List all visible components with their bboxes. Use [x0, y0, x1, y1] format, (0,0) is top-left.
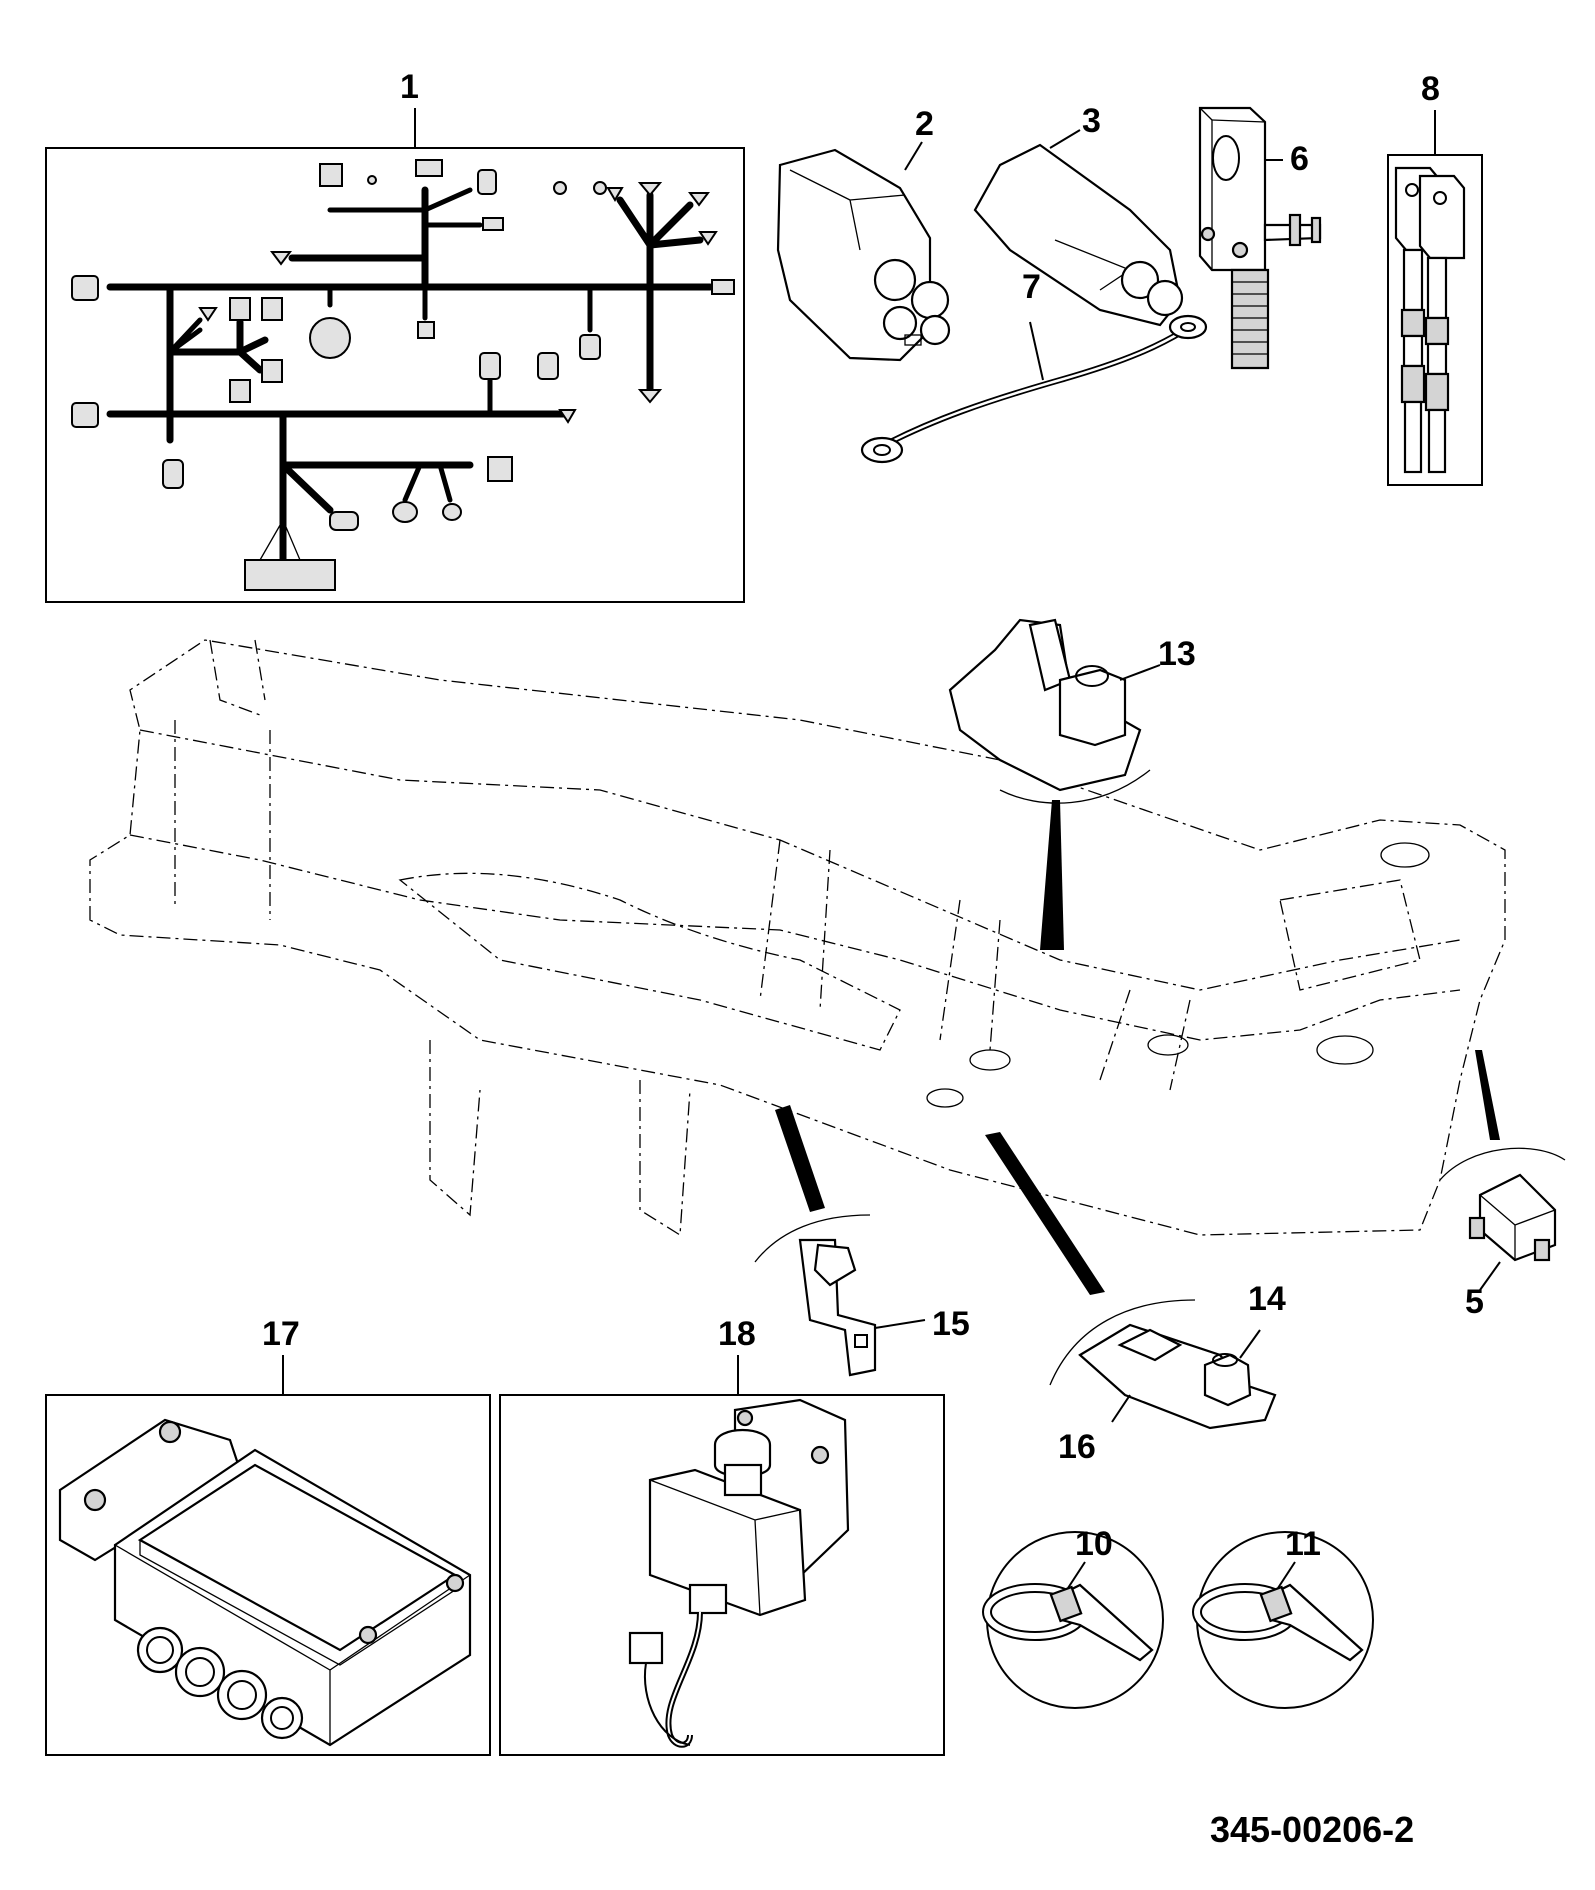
- wiring-harness-panel: [45, 108, 745, 603]
- emergency-stop-panel-part-18: [499, 1355, 945, 1756]
- cable-tie-part-10: [982, 1531, 1164, 1709]
- drawing-reference: 345-00206-2: [1210, 1809, 1414, 1850]
- plug-cap-part-13: [948, 618, 1161, 950]
- callout-15: 15: [932, 1305, 970, 1343]
- callout-1: 1: [400, 68, 419, 106]
- callout-7: 7: [1022, 268, 1041, 306]
- callout-10: 10: [1075, 1525, 1113, 1563]
- chassis-frame: [89, 639, 1506, 1237]
- controller-panel-part-17: [45, 1355, 491, 1756]
- connector-part-3: [973, 129, 1184, 327]
- sensor-panel-part-8: [1387, 110, 1483, 486]
- callout-13: 13: [1158, 635, 1196, 673]
- connector-part-2: [776, 141, 951, 362]
- callout-11: 11: [1285, 1525, 1321, 1563]
- switch-part-5: [1439, 1050, 1566, 1291]
- callout-14: 14: [1248, 1280, 1286, 1318]
- sensor-part-6: [1198, 106, 1322, 370]
- callout-18: 18: [718, 1315, 756, 1353]
- plate-part-16: [985, 1132, 1277, 1430]
- callout-8: 8: [1421, 70, 1440, 108]
- bracket-part-15: [754, 1105, 926, 1377]
- callout-17: 17: [262, 1315, 300, 1353]
- cable-tie-part-11: [1192, 1531, 1374, 1709]
- callout-16: 16: [1058, 1428, 1096, 1466]
- cable-part-7: [860, 314, 1208, 464]
- callout-5: 5: [1465, 1283, 1484, 1321]
- callout-6: 6: [1290, 140, 1309, 178]
- callout-3: 3: [1082, 102, 1101, 140]
- callout-2: 2: [915, 105, 934, 143]
